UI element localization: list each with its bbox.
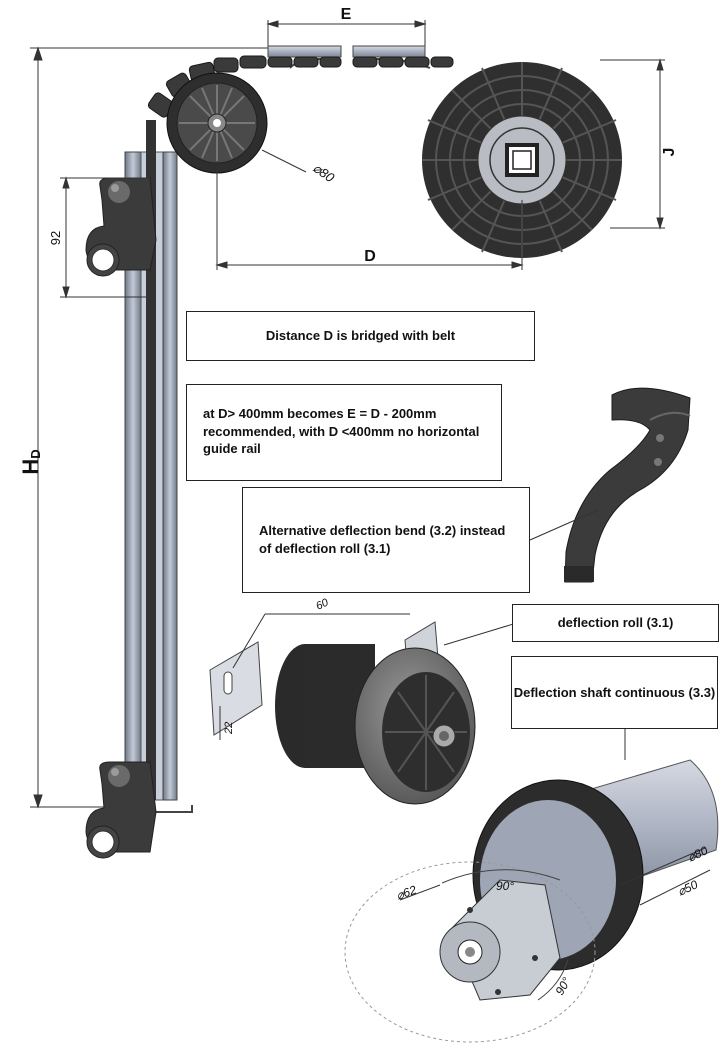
top-deflection-roll [166, 72, 307, 174]
bracket-spacing-label: 92 [48, 231, 63, 245]
deflection-bend-image [529, 387, 691, 583]
roll-bracket-label: 22 [223, 722, 235, 735]
shaft-angle-top-label: 90° [496, 879, 514, 893]
e-rule-text: at D> 400mm becomes E = D - 200mm recomm… [203, 406, 480, 457]
vertical-belt [146, 120, 156, 800]
deflection-roll-callout: deflection roll (3.1) [512, 604, 719, 642]
deflection-roll-image [209, 613, 521, 805]
flange-diameter-label: ⌀62 [394, 883, 418, 903]
e-rule-callout: at D> 400mm becomes E = D - 200mm recomm… [186, 384, 502, 481]
j-dimension-label: J [661, 148, 678, 157]
deflection-shaft-callout: Deflection shaft continuous (3.3) [511, 656, 718, 729]
coiled-belt [422, 62, 622, 258]
deflection-roll-text: deflection roll (3.1) [557, 615, 674, 631]
distance-d-text: Distance D is bridged with belt [265, 328, 456, 344]
height-dimension [30, 46, 270, 809]
alternative-bend-callout: Alternative deflection bend (3.2) instea… [242, 487, 530, 593]
d-dimension [215, 170, 524, 270]
roll-diameter-label: ⌀80 [310, 160, 337, 186]
e-dimension-label: E [341, 6, 352, 23]
shaft-diameter-label: ⌀50 [675, 877, 700, 899]
e-dimension [266, 20, 427, 48]
height-dimension-label: HD [18, 449, 43, 474]
shaft-angle-side-label: 90° [552, 975, 573, 998]
d-dimension-label: D [364, 248, 376, 265]
bracket-spacing-dimension [60, 176, 150, 299]
bottom-bracket [85, 761, 157, 859]
roll-length-label: 60 [314, 596, 331, 612]
top-bracket [85, 177, 157, 277]
j-dimension [600, 58, 665, 230]
alternative-bend-text: Alternative deflection bend (3.2) instea… [259, 523, 506, 556]
distance-d-callout: Distance D is bridged with belt [186, 311, 535, 361]
deflection-shaft-image [344, 729, 719, 1043]
deflection-shaft-text: Deflection shaft continuous (3.3) [513, 684, 716, 700]
